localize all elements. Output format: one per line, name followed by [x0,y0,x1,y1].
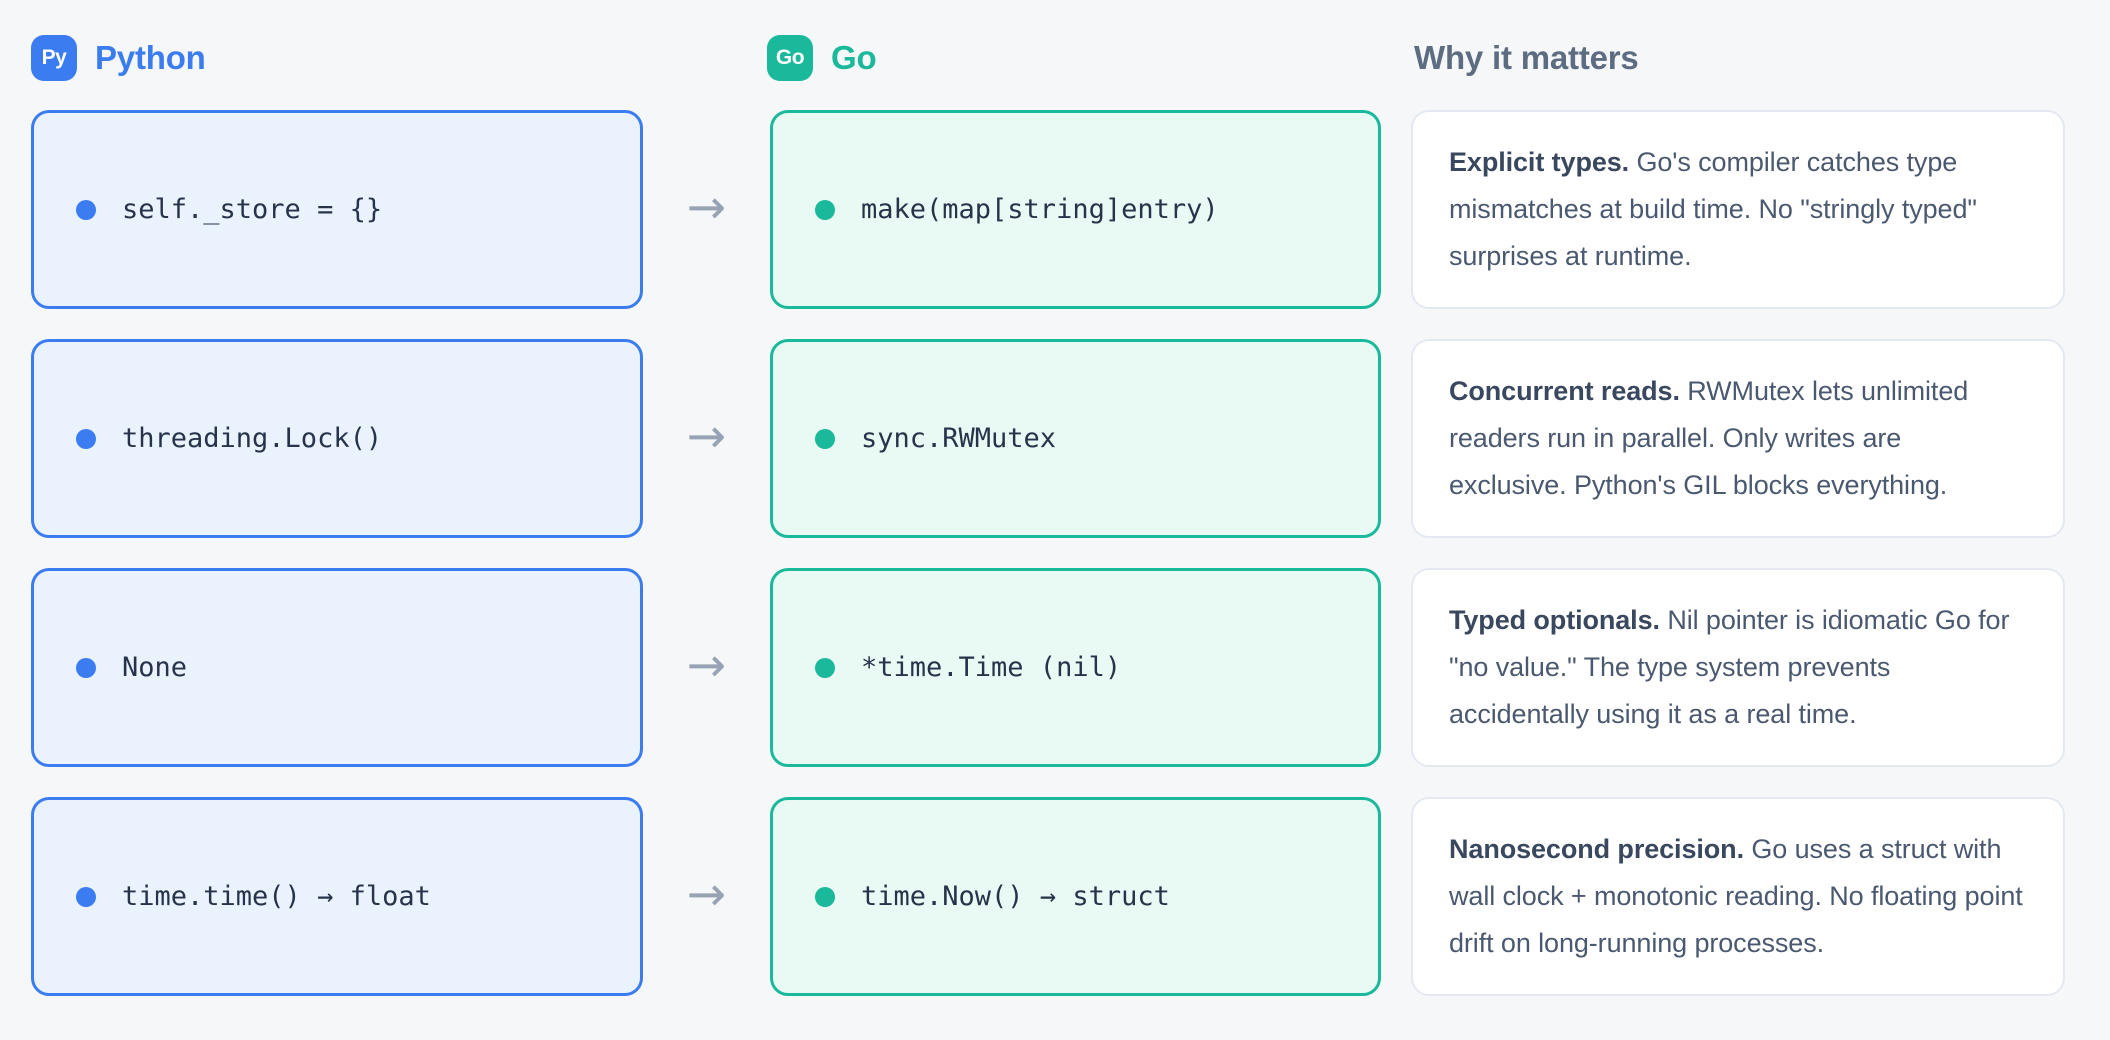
rows: self._store = {} → make(map[string]entry… [31,110,2065,996]
arrow-cell: → [643,568,770,767]
right-arrow-icon: → [686,180,727,235]
why-text: Nanosecond precision. Go uses a struct w… [1449,826,2025,967]
why-column-header: Why it matters [1414,35,1639,81]
python-bullet-dot-icon [76,886,96,907]
column-gap [1381,797,1411,996]
python-column-label: Python [95,39,206,76]
go-code: *time.Time (nil) [861,652,1122,683]
why-card: Explicit types. Go's compiler catches ty… [1411,110,2065,309]
why-card: Concurrent reads. RWMutex lets unlimited… [1411,339,2065,538]
comparison-row: None → *time.Time (nil) Typed optionals.… [31,568,2065,767]
comparison-row: self._store = {} → make(map[string]entry… [31,110,2065,309]
go-code-box: make(map[string]entry) [770,110,1381,309]
go-code: sync.RWMutex [861,423,1057,454]
why-lead: Typed optionals. [1449,605,1660,635]
python-code: None [122,652,188,683]
comparison-row: time.time() → float → time.Now() → struc… [31,797,2065,996]
go-bullet-dot-icon [815,199,835,220]
python-code: self._store = {} [122,194,383,225]
why-text: Typed optionals. Nil pointer is idiomati… [1449,597,2025,738]
go-code-box: *time.Time (nil) [770,568,1381,767]
python-code-box: threading.Lock() [31,339,643,538]
why-lead: Concurrent reads. [1449,376,1680,406]
why-lead: Explicit types. [1449,147,1630,177]
why-column-label: Why it matters [1414,39,1639,76]
python-code-box: time.time() → float [31,797,643,996]
right-arrow-icon: → [686,867,727,922]
go-column-label: Go [831,39,877,76]
why-body: Go uses a struct with wall clock + monot… [1449,834,2023,958]
arrow-cell: → [643,797,770,996]
go-code: make(map[string]entry) [861,194,1219,225]
python-code-box: self._store = {} [31,110,643,309]
column-gap [1381,339,1411,538]
go-bullet-dot-icon [815,657,835,678]
python-column-header: Py Python [31,35,206,81]
python-bullet-dot-icon [76,199,96,220]
right-arrow-icon: → [686,409,727,464]
python-code: time.time() → float [122,881,431,912]
why-body: RWMutex lets unlimited readers run in pa… [1449,376,1969,500]
python-bullet-dot-icon [76,657,96,678]
go-badge-icon: Go [767,35,813,81]
python-code: threading.Lock() [122,423,383,454]
python-badge-icon: Py [31,35,77,81]
why-text: Explicit types. Go's compiler catches ty… [1449,139,2025,280]
why-lead: Nanosecond precision. [1449,834,1744,864]
go-code-box: sync.RWMutex [770,339,1381,538]
right-arrow-icon: → [686,638,727,693]
why-text: Concurrent reads. RWMutex lets unlimited… [1449,368,2025,509]
why-card: Typed optionals. Nil pointer is idiomati… [1411,568,2065,767]
arrow-cell: → [643,339,770,538]
comparison-row: threading.Lock() → sync.RWMutex Concurre… [31,339,2065,538]
python-bullet-dot-icon [76,428,96,449]
go-code-box: time.Now() → struct [770,797,1381,996]
why-body: Go's compiler catches type mismatches at… [1449,147,1977,271]
column-gap [1381,110,1411,309]
python-code-box: None [31,568,643,767]
go-bullet-dot-icon [815,886,835,907]
arrow-cell: → [643,110,770,309]
why-body: Nil pointer is idiomatic Go for "no valu… [1449,605,2010,729]
go-bullet-dot-icon [815,428,835,449]
column-gap [1381,568,1411,767]
go-code: time.Now() → struct [861,881,1170,912]
go-column-header: Go Go [767,35,877,81]
why-card: Nanosecond precision. Go uses a struct w… [1411,797,2065,996]
